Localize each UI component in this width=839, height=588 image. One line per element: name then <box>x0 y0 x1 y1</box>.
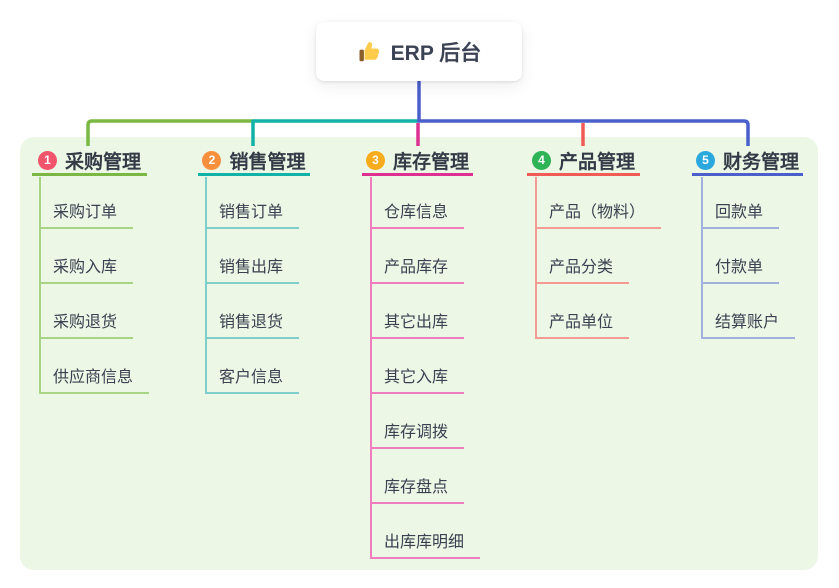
branch-rail <box>701 177 703 339</box>
leaf-node[interactable]: 销售退货 <box>205 313 300 339</box>
leaf-node[interactable]: 出库库明细 <box>370 533 481 559</box>
root-title: ERP 后台 <box>390 41 482 65</box>
content-panel <box>20 137 818 570</box>
leaf-node[interactable]: 回款单 <box>701 203 780 229</box>
branch-node-finance[interactable]: 5 财务管理 <box>692 147 803 176</box>
root-node[interactable]: ERP 后台 <box>316 22 522 81</box>
leaf-node[interactable]: 产品单位 <box>535 313 630 339</box>
leaf-node[interactable]: 供应商信息 <box>39 368 150 394</box>
branch-number-badge: 4 <box>531 150 551 170</box>
leaf-node[interactable]: 结算账户 <box>701 313 796 339</box>
branch-rail <box>535 177 537 339</box>
branch-number-badge: 3 <box>365 150 385 170</box>
branch-node-product[interactable]: 4 产品管理 <box>527 147 640 176</box>
leaf-node[interactable]: 付款单 <box>701 258 780 284</box>
leaf-node[interactable]: 采购订单 <box>39 203 134 229</box>
branch-title: 销售管理 <box>229 151 306 173</box>
leaf-node[interactable]: 库存调拨 <box>370 423 465 449</box>
leaf-node[interactable]: 销售出库 <box>205 258 300 284</box>
leaf-node[interactable]: 产品（物料） <box>535 203 662 229</box>
branch-number-badge: 5 <box>695 150 715 170</box>
branch-rail <box>370 177 372 559</box>
leaf-node[interactable]: 客户信息 <box>205 368 300 394</box>
thumbs-up-icon <box>357 40 381 64</box>
leaf-node[interactable]: 产品库存 <box>370 258 465 284</box>
leaf-node[interactable]: 采购入库 <box>39 258 134 284</box>
branch-node-inventory[interactable]: 3 库存管理 <box>362 147 473 176</box>
branch-title: 财务管理 <box>722 151 799 173</box>
branch-node-sales[interactable]: 2 销售管理 <box>198 147 310 176</box>
leaf-node[interactable]: 其它入库 <box>370 368 465 394</box>
leaf-node[interactable]: 采购退货 <box>39 313 134 339</box>
branch-number-badge: 2 <box>202 150 222 170</box>
branch-title: 采购管理 <box>64 151 141 173</box>
branch-title: 库存管理 <box>392 151 469 173</box>
branch-rail <box>39 177 41 394</box>
leaf-node[interactable]: 销售订单 <box>205 203 300 229</box>
branch-node-purchase[interactable]: 1 采购管理 <box>32 147 147 176</box>
branch-rail <box>205 177 207 394</box>
leaf-node[interactable]: 库存盘点 <box>370 478 465 504</box>
leaf-node[interactable]: 其它出库 <box>370 313 465 339</box>
branch-title: 产品管理 <box>558 151 635 173</box>
leaf-node[interactable]: 产品分类 <box>535 258 630 284</box>
leaf-node[interactable]: 仓库信息 <box>370 203 465 229</box>
branch-number-badge: 1 <box>37 150 57 170</box>
